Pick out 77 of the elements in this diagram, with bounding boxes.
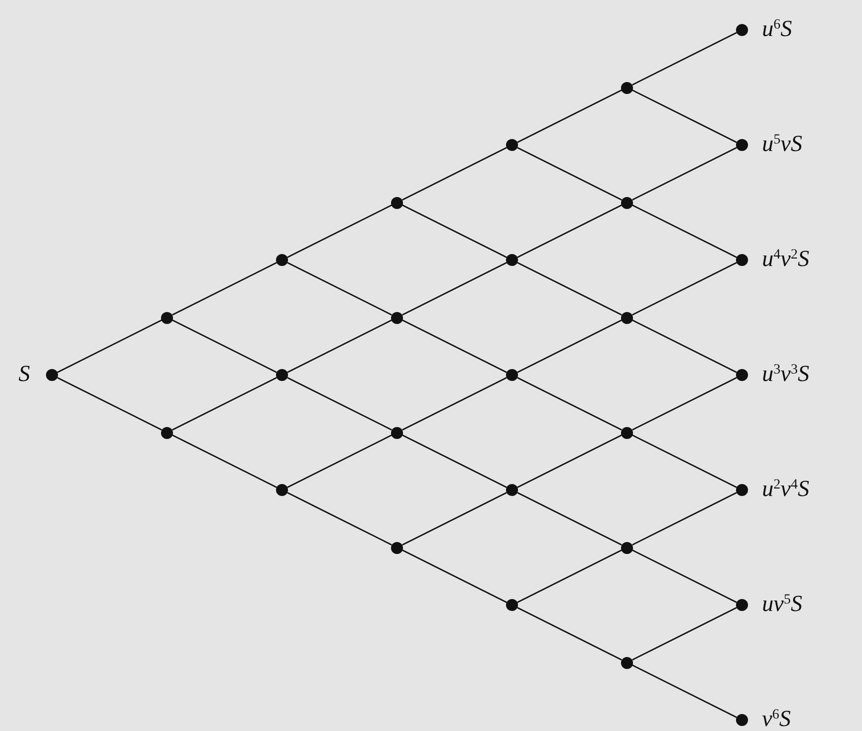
node-label: u$^{2}$v$^{4}$S	[762, 476, 810, 500]
node-dot	[736, 484, 748, 496]
tree-branch-line	[287, 320, 392, 373]
tree-branch-line	[632, 607, 737, 660]
tree-branch-line	[517, 262, 622, 316]
tree-branch-line	[402, 147, 507, 200]
node-dot	[736, 24, 748, 36]
node-dot	[736, 139, 748, 151]
tree-branch-line	[517, 550, 622, 603]
node-label: v$^{6}$S	[762, 706, 791, 730]
node-dot	[506, 484, 518, 496]
node-dot	[506, 369, 518, 381]
tree-branch-line	[172, 262, 277, 316]
node-label: S	[18, 362, 30, 384]
tree-branch-line	[632, 492, 737, 546]
tree-branch-line	[402, 550, 507, 603]
tree-branch-line	[517, 90, 622, 143]
tree-branch-line	[632, 550, 737, 603]
node-dot	[506, 139, 518, 151]
tree-branch-line	[402, 492, 507, 546]
node-dot	[621, 542, 633, 554]
node-dot	[391, 426, 403, 438]
tree-branch-line	[172, 320, 277, 373]
tree-branch-line	[632, 377, 737, 430]
node-dot	[736, 254, 748, 266]
tree-branch-line	[287, 262, 392, 316]
tree-branch-line	[517, 320, 622, 373]
tree-branch-line	[287, 434, 392, 488]
node-label: uv$^{5}$S	[762, 592, 802, 614]
tree-branch-line	[517, 147, 622, 200]
tree-branch-line	[287, 492, 392, 546]
node-dot	[276, 369, 288, 381]
node-dot	[736, 599, 748, 611]
tree-branch-line	[632, 262, 737, 316]
node-label: u$^{6}$S	[762, 16, 792, 40]
tree-branch-line	[402, 262, 507, 316]
node-dot	[46, 369, 58, 381]
tree-branch-line	[172, 377, 277, 430]
tree-branch-line	[632, 320, 737, 373]
tree-branch-line	[57, 377, 162, 430]
tree-branch-line	[632, 32, 737, 86]
node-dot	[736, 369, 748, 381]
node-dot	[621, 426, 633, 438]
node-dot	[506, 254, 518, 266]
tree-branch-line	[517, 377, 622, 430]
tree-branch-line	[632, 204, 737, 258]
node-dot	[391, 312, 403, 324]
tree-branch-line	[402, 434, 507, 488]
tree-branch-line	[517, 204, 622, 258]
node-dot	[161, 426, 173, 438]
node-dot	[161, 312, 173, 324]
tree-branch-line	[402, 204, 507, 258]
node-label: u$^{3}$v$^{3}$S	[762, 362, 810, 384]
node-dot	[391, 196, 403, 208]
tree-branch-line	[632, 664, 737, 718]
node-dot	[391, 542, 403, 554]
node-dot	[276, 254, 288, 266]
node-dot	[621, 196, 633, 208]
tree-branch-line	[172, 434, 277, 488]
node-dot	[621, 312, 633, 324]
tree-branch-line	[402, 377, 507, 430]
node-dot	[621, 656, 633, 668]
node-label: u$^{5}$vS	[762, 132, 802, 154]
node-dot	[276, 484, 288, 496]
node-label: u$^{4}$v$^{2}$S	[762, 246, 810, 270]
tree-branch-line	[402, 320, 507, 373]
tree-branch-line	[517, 607, 622, 660]
tree-branch-line	[632, 147, 737, 200]
node-dot	[736, 714, 748, 726]
node-dot	[621, 82, 633, 94]
node-dot	[506, 599, 518, 611]
tree-branch-line	[287, 204, 392, 258]
tree-branch-line	[517, 434, 622, 488]
tree-branch-line	[632, 90, 737, 143]
tree-branch-line	[57, 320, 162, 373]
tree-branch-line	[632, 434, 737, 488]
tree-branch-line	[287, 377, 392, 430]
